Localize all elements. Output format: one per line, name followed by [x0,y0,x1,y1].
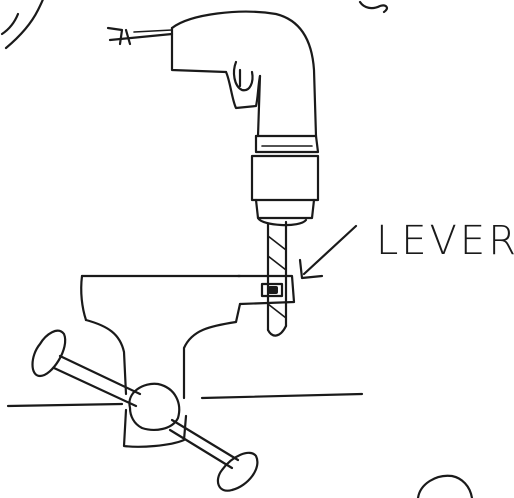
drill-chuck [252,156,318,225]
drill-body [172,12,316,136]
cropped-stroke-top [360,2,387,12]
vise-handle [33,331,258,491]
drill-bit [268,222,286,336]
drill-collar [256,136,318,152]
circled-marker-top-left [2,0,44,48]
vise-screw-hub [129,384,179,430]
vise-body [81,276,240,447]
lever-label: LEVER [376,218,514,264]
lever-arrow [300,226,356,278]
power-cord [108,28,172,44]
circled-marker-bottom-right [418,476,472,498]
